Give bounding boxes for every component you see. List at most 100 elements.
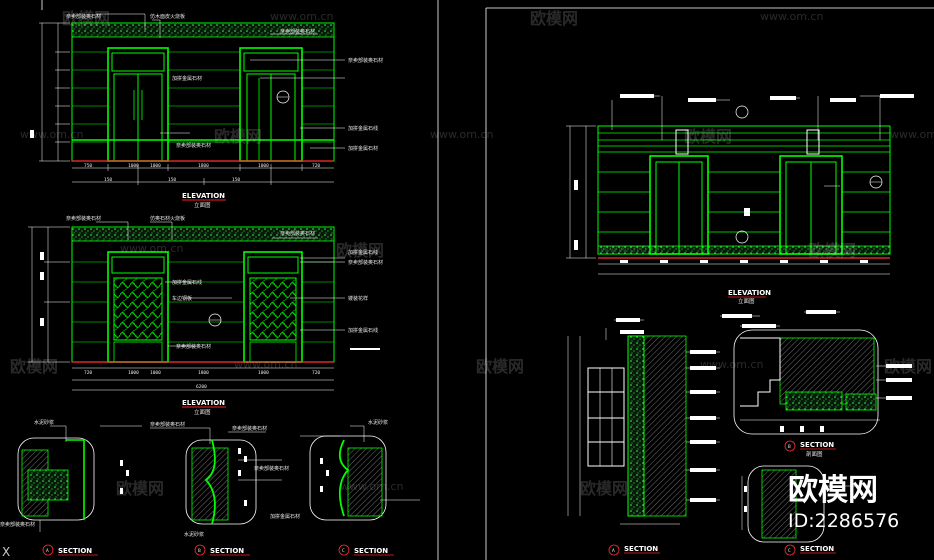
watermark-text: 欧模网	[580, 479, 628, 498]
elev2-label-screen-left: 车边钢板	[172, 295, 192, 302]
cursor-x-icon: X	[2, 545, 10, 559]
section-b-small-label-2: 奈卖部装奥石材	[232, 425, 267, 432]
section-a-small-label-2: 奈卖部装奥石材	[0, 521, 35, 528]
elev3-door-left	[649, 155, 709, 255]
elev2-dim-2: 1000	[128, 370, 139, 376]
section-c-small-label-2: 加拼金属石材	[270, 513, 300, 520]
brand-logo-text: 欧模网	[788, 473, 878, 508]
elev2-label-top-right: 奈卖部装奥石材	[280, 230, 315, 237]
watermark-text: 欧模网	[476, 357, 524, 376]
elev2-label-screen-right: 镂装花样	[348, 295, 368, 302]
elev1-label-top-mid: 仿木面皮火烧板	[150, 13, 185, 20]
elev2-label-top-mid: 仿奥石材火烧板	[150, 215, 185, 222]
elev2-dim-6: 720	[312, 370, 320, 376]
section-a-small: 水泥砂浆 奈卖部装奥石材 A SECTION	[0, 419, 142, 556]
watermark-text: 欧模网	[684, 127, 732, 146]
elev2-label-door-mid: 加拼金属石线	[172, 279, 202, 286]
watermark-text: 欧模网	[62, 9, 110, 28]
section-b-small: 奈卖部装奥石材 奈卖部装奥石材 奈卖部装奥石材 水泥砂浆 B SECTION	[150, 421, 289, 556]
elev2-label-r1: 加拼金属石线	[348, 249, 378, 256]
elev2-dim-total: 6200	[196, 384, 207, 390]
section-c-right: C SECTION	[741, 465, 860, 556]
elev3-title: ELEVATION	[728, 289, 771, 297]
section-b-right-title: SECTION	[800, 441, 834, 449]
watermark-url: www.om.cn	[760, 10, 823, 23]
elevation-3: ELEVATION 立面图	[566, 94, 914, 305]
watermark-url: www.om.cn	[430, 128, 493, 141]
elev1-label-right-1: 奈卖部装奥石材	[348, 57, 383, 64]
section-c-small: 水泥砂浆 加拼金属石材 C SECTION	[270, 419, 420, 556]
watermark-url: www.om.cn	[20, 128, 83, 141]
section-a-small-letter: A	[46, 548, 49, 554]
elev1-label-right-3: 加拼金属石线	[348, 125, 378, 132]
section-a-small-title: SECTION	[58, 547, 92, 555]
watermark-url: www.om.cn	[234, 358, 297, 371]
elev1-dim-4: 1800	[198, 163, 209, 169]
door-screen-left	[107, 251, 169, 363]
watermark-text: 欧模网	[808, 241, 856, 260]
section-b-small-title: SECTION	[210, 547, 244, 555]
section-b-right-letter: B	[788, 444, 791, 450]
section-a-right-title: SECTION	[624, 545, 658, 553]
elev1-dim2-3: 150	[232, 177, 240, 183]
watermark-text: 欧模网	[336, 241, 384, 260]
elev1-label-door-lower: 奈卖部装奥石材	[176, 142, 211, 149]
elev2-label-door-lower: 奈卖部装奥石材	[176, 343, 211, 350]
watermark-text: 欧模网	[214, 127, 262, 146]
section-c-small-title: SECTION	[354, 547, 388, 555]
elev1-label-door-mid: 加拼金属石材	[172, 75, 202, 82]
section-c-small-letter: C	[342, 548, 345, 554]
watermark-text: 欧模网	[530, 9, 578, 28]
watermark-url: www.om.cn	[700, 358, 763, 371]
watermark-url: www.om.cn	[340, 480, 403, 493]
watermark-url: www.om.cn	[270, 10, 333, 23]
elev2-dim-5: 1000	[258, 370, 269, 376]
door-screen-right	[243, 251, 303, 363]
elev1-title: ELEVATION	[182, 192, 225, 200]
section-b-right: B SECTION 剖面图	[720, 310, 912, 458]
door-left	[107, 47, 169, 162]
elev1-label-top-left: 奈卖部装奥石材	[66, 13, 101, 20]
watermark-text: 欧模网	[116, 479, 164, 498]
section-a-right-letter: A	[612, 548, 615, 554]
elev2-label-r2: 奈卖部装奥石材	[348, 259, 383, 266]
watermark-url: www.om.cn	[600, 242, 663, 255]
watermark-text: 欧模网	[884, 357, 932, 376]
elev1-dim-6: 720	[312, 163, 320, 169]
watermark-url: www.om.cn	[120, 242, 183, 255]
section-b-small-letter: B	[198, 548, 201, 554]
section-b-right-subtitle: 剖面图	[806, 450, 823, 458]
elev1-dim-3: 1000	[150, 163, 161, 169]
section-c-right-title: SECTION	[800, 545, 834, 553]
elev2-title: ELEVATION	[182, 399, 225, 407]
section-a-right: A SECTION	[567, 318, 720, 556]
elev1-dim-2: 1000	[128, 163, 139, 169]
section-b-small-label-3: 奈卖部装奥石材	[254, 465, 289, 472]
elev1-subtitle: 立面图	[194, 201, 211, 209]
section-b-small-label-1: 奈卖部装奥石材	[150, 421, 185, 428]
elevation-2: 奈卖部装奥石材 仿奥石材火烧板 奈卖部装奥石材 加拼金属石线 奈卖部装奥石材 加…	[28, 215, 383, 416]
elev2-dim-3: 1000	[150, 370, 161, 376]
section-a-small-label-1: 水泥砂浆	[34, 419, 54, 426]
watermark-layer: 欧模网 www.om.cn 欧模网 www.om.cn 欧模网 www.om.c…	[10, 9, 934, 498]
section-b-small-label-4: 水泥砂浆	[184, 531, 204, 538]
section-c-small-label-1: 水泥砂浆	[368, 419, 388, 426]
elev2-label-top-left: 奈卖部装奥石材	[66, 215, 101, 222]
elev3-door-right	[779, 155, 843, 255]
elev1-label-top-right: 奈卖部装奥石材	[280, 28, 315, 35]
elev1-dim2-2: 150	[168, 177, 176, 183]
elev1-dim-5: 1000	[258, 163, 269, 169]
elev1-dim-1: 750	[84, 163, 92, 169]
brand-overlay: 欧模网 ID:2286576	[788, 473, 899, 532]
section-c-right-letter: C	[788, 548, 791, 554]
elev2-dim-4: 1800	[198, 370, 209, 376]
elev1-label-right-4: 加拼金属石材	[348, 145, 378, 152]
elev1-dim2-1: 150	[104, 177, 112, 183]
sheet-frame	[41, 0, 934, 560]
watermark-text: 欧模网	[10, 357, 58, 376]
watermark-url: www.om.cn	[890, 128, 934, 141]
elev3-subtitle: 立面图	[738, 297, 755, 305]
elev2-label-r3: 加拼金属石线	[348, 327, 378, 334]
brand-id-text: ID:2286576	[788, 510, 899, 532]
